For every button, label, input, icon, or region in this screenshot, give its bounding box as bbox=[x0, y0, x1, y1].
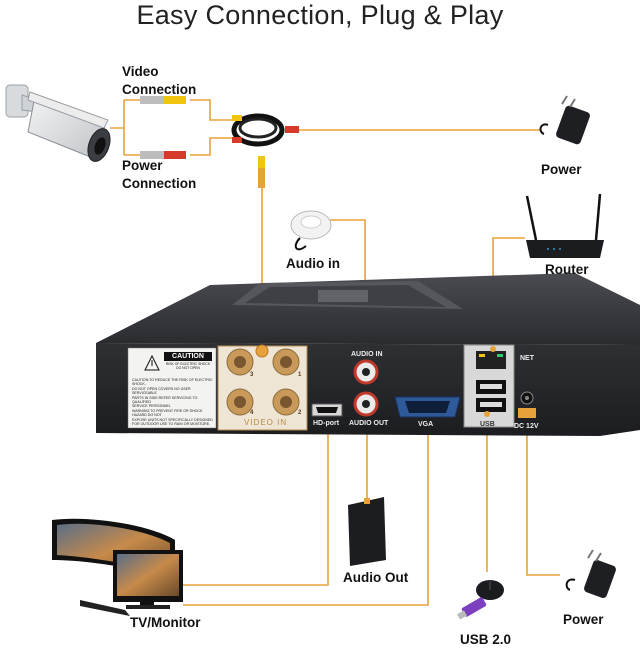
usb-port-label: USB bbox=[480, 421, 495, 428]
microphone-icon bbox=[290, 210, 332, 251]
bnc-number-2: 2 bbox=[298, 410, 302, 416]
dc-port bbox=[518, 391, 536, 418]
label-router: Router bbox=[545, 262, 589, 277]
bnc-port-3 bbox=[226, 348, 254, 376]
bnc-port-1 bbox=[272, 348, 300, 376]
label-tv-monitor: TV/Monitor bbox=[130, 615, 201, 630]
label-power-bottom: Power bbox=[563, 612, 604, 627]
wire-camera-split bbox=[110, 99, 140, 156]
power-connector bbox=[140, 151, 186, 159]
monitor-icon bbox=[52, 518, 183, 616]
hdmi-port bbox=[311, 403, 343, 417]
video-in-label: VIDEO IN bbox=[244, 418, 288, 427]
caution-text: CAUTION:TO REDUCE THE RISK OF ELECTRIC S… bbox=[132, 378, 213, 427]
caution-title: CAUTION bbox=[164, 352, 212, 361]
hd-port-label: HD-port bbox=[313, 420, 340, 427]
label-video-connection: Video Connection bbox=[122, 64, 197, 97]
power-adapter-icon-top bbox=[539, 95, 590, 145]
wire-vga bbox=[183, 425, 429, 606]
camera-icon bbox=[5, 84, 111, 162]
router-icon bbox=[525, 193, 604, 258]
bnc-number-1: 1 bbox=[298, 372, 302, 378]
net-usb-block bbox=[463, 344, 515, 428]
label-audio-out: Audio Out bbox=[343, 570, 409, 585]
bnc-number-3: 3 bbox=[250, 372, 254, 378]
label-power-top: Power bbox=[541, 162, 582, 177]
label-audio-in: Audio in bbox=[286, 256, 340, 271]
vga-port-label: VGA bbox=[418, 421, 434, 428]
bnc-number-4: 4 bbox=[250, 410, 254, 416]
wire-video-to-cable bbox=[190, 99, 232, 121]
audio-in-port bbox=[353, 359, 379, 385]
audio-in-port-label: AUDIO IN bbox=[351, 351, 383, 358]
power-adapter-icon-bottom bbox=[565, 549, 616, 598]
caution-subtitle: RISK OF ELECTRIC SHOCK DO NOT OPEN bbox=[165, 362, 211, 370]
bnc-port-2 bbox=[272, 388, 300, 416]
label-usb: USB 2.0 bbox=[460, 632, 512, 647]
cable-icon bbox=[231, 113, 299, 188]
label-power-connection: Power Connection bbox=[122, 158, 197, 191]
vga-port bbox=[394, 396, 461, 418]
wire-dc bbox=[526, 425, 560, 576]
wire-hdmi bbox=[183, 425, 329, 586]
audio-out-port bbox=[353, 391, 379, 417]
video-connector bbox=[140, 96, 186, 104]
page-title: Easy Connection, Plug & Play bbox=[136, 0, 504, 30]
video-in-block bbox=[217, 344, 308, 431]
caution-panel bbox=[127, 347, 217, 429]
mouse-icon bbox=[476, 580, 504, 600]
speaker-icon bbox=[348, 497, 386, 566]
wire-power-to-cable bbox=[190, 137, 232, 156]
dc-port-label: DC 12V bbox=[514, 423, 539, 430]
net-port-label: NET bbox=[520, 355, 534, 362]
audio-out-port-label: AUDIO OUT bbox=[349, 420, 389, 427]
usb-drive-icon bbox=[457, 597, 487, 620]
bnc-port-4 bbox=[226, 388, 254, 416]
